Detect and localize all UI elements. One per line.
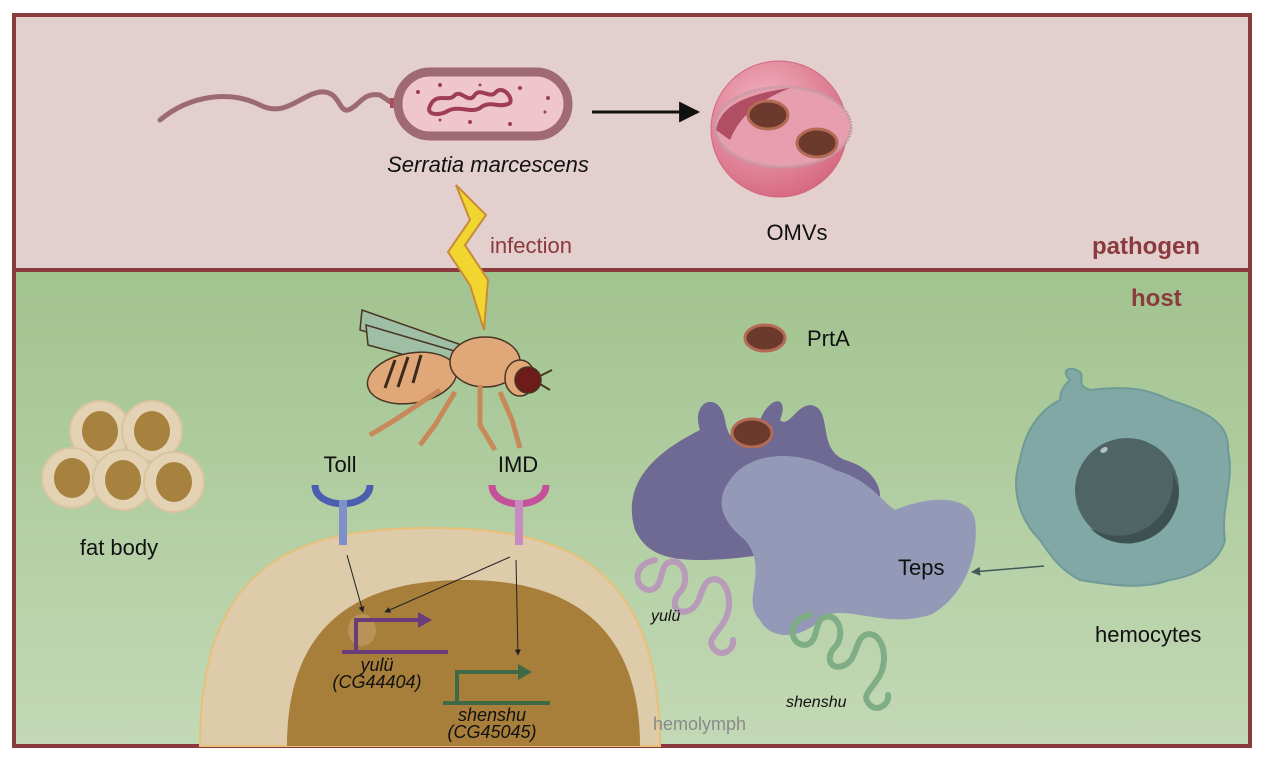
- infection-label: infection: [490, 233, 572, 258]
- prta-protein-icon: [743, 323, 787, 353]
- shenshu-peptide-label: shenshu: [786, 694, 847, 711]
- teps-label: Teps: [898, 555, 945, 580]
- shenshu-gene-label: shenshu: [457, 705, 527, 725]
- fat-body-cell: [198, 526, 662, 747]
- toll-receptor-icon: [311, 484, 374, 545]
- hemocyte-to-teps-arrow: [971, 565, 1045, 576]
- organism-label: Serratia marcescens: [387, 152, 589, 177]
- omv-icon: [710, 60, 853, 198]
- imd-to-shenshu-arrow: [514, 559, 521, 656]
- flagellum: [157, 89, 395, 123]
- prta-label: PrtA: [807, 326, 850, 351]
- host-panel-title: host: [1131, 285, 1182, 312]
- toll-label: Toll: [323, 452, 357, 477]
- yulu-gene-icon: [342, 612, 448, 654]
- imd-to-yulu-arrow: [384, 556, 511, 613]
- fruit-fly-icon: [359, 308, 553, 452]
- hemocyte-icon: [1015, 367, 1231, 587]
- shenshu-gene-icon: [443, 664, 550, 705]
- teps-complex-icon: [631, 401, 976, 635]
- bacterial-dna-icon: [427, 88, 513, 116]
- lightning-icon: [446, 184, 490, 331]
- imd-label: IMD: [497, 452, 539, 477]
- pathogen-panel-title: pathogen: [1092, 233, 1200, 260]
- hemolymph-label: hemolymph: [653, 714, 747, 734]
- yulu-peptide-label: yulü: [651, 608, 681, 625]
- fat-body-cells-icon: [41, 400, 205, 513]
- yulu-gene-id: (CG44404): [332, 672, 422, 692]
- hemocytes-label: hemocytes: [1095, 622, 1202, 647]
- yulu-peptide-icon: [634, 557, 737, 656]
- pathogen-panel: [12, 13, 1252, 272]
- omvs-label: OMVs: [766, 220, 828, 245]
- shenshu-peptide-icon: [789, 612, 892, 711]
- yulu-gene-label: yulü: [360, 655, 394, 675]
- ribosome-dots: [416, 83, 550, 126]
- shenshu-gene-id: (CG45045): [447, 722, 537, 742]
- imd-receptor-icon: [488, 484, 550, 545]
- toll-signal-arrow: [346, 554, 365, 613]
- fat-body-label: fat body: [79, 535, 159, 560]
